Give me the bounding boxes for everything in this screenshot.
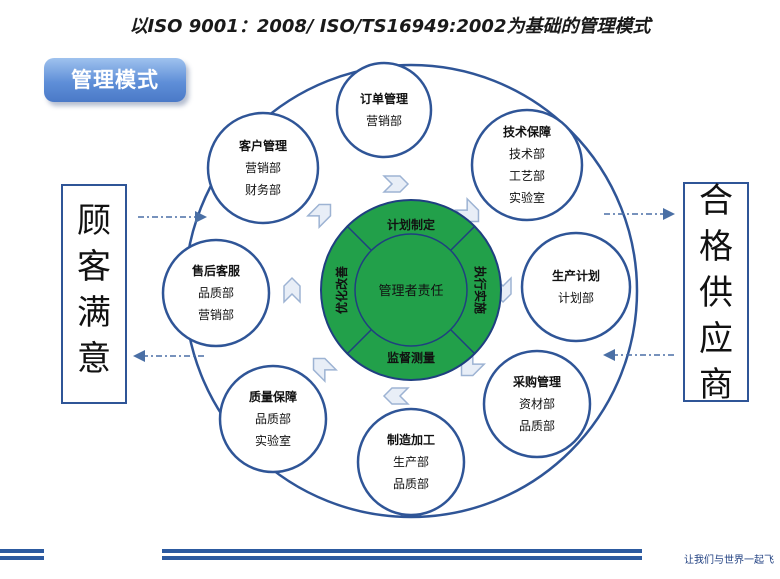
node-title: 采购管理	[512, 374, 561, 389]
node-title: 订单管理	[360, 91, 408, 106]
node-department: 实验室	[509, 190, 545, 205]
node-circle	[356, 407, 466, 517]
node-title: 生产计划	[552, 268, 600, 283]
node-department: 生产部	[393, 454, 429, 469]
right-char: 合	[699, 181, 733, 221]
node-circle	[161, 238, 271, 348]
node-department: 计划部	[558, 290, 594, 305]
node-circle	[218, 364, 328, 474]
ring-label-top: 计划制定	[387, 217, 435, 232]
node-department: 品质部	[393, 476, 429, 491]
node-department: 品质部	[519, 418, 555, 433]
process-nodes: 订单管理营销部技术保障技术部工艺部实验室生产计划计划部采购管理资材部品质部制造加…	[161, 61, 632, 517]
node-department: 品质部	[255, 411, 291, 426]
center-label: 管理者责任	[378, 284, 443, 299]
footer-bar-left	[0, 549, 44, 553]
left-char: 满	[77, 293, 111, 333]
node-department: 营销部	[366, 113, 402, 128]
ring-label-bottom: 监督测量	[387, 350, 435, 365]
node-circle	[206, 111, 320, 225]
right-char: 应	[699, 319, 733, 359]
node-department: 技术部	[509, 146, 545, 161]
node-title: 制造加工	[387, 432, 435, 447]
qualified-supplier-box	[683, 182, 749, 402]
ring-label-right: 执行实施	[473, 266, 488, 314]
node-department: 品质部	[198, 285, 234, 300]
left-char: 客	[77, 247, 111, 287]
chevron-arrow-icon	[306, 203, 332, 229]
ring-label-left: 优化改善	[334, 266, 349, 314]
page-title: 以ISO 9001：2008/ ISO/TS16949:2002为基础的管理模式	[129, 16, 651, 37]
customer-satisfaction-text: 顾 客 满 意	[62, 198, 126, 382]
chevron-arrow-icon	[382, 387, 410, 405]
chevron-arrow-icon	[283, 276, 301, 304]
node-department: 资材部	[519, 396, 555, 411]
node-title: 售后客服	[192, 263, 241, 278]
node-department: 工艺部	[509, 168, 545, 183]
node-circle	[482, 349, 592, 459]
footer-bar-main-2	[162, 556, 642, 560]
section-badge: 管理模式	[44, 58, 186, 102]
left-char: 意	[77, 339, 111, 379]
node-department: 营销部	[245, 160, 281, 175]
customer-satisfaction-box	[61, 184, 127, 404]
node-title: 客户管理	[238, 138, 287, 153]
left-char: 顾	[77, 201, 111, 241]
node-department: 实验室	[255, 433, 291, 448]
node-title: 质量保障	[249, 389, 297, 404]
footer-slogan: 让我们与世界一起飞	[684, 555, 774, 566]
right-char: 商	[699, 365, 733, 405]
right-char: 供	[699, 273, 733, 313]
node-circle	[470, 108, 584, 222]
footer-bar-main	[162, 549, 642, 553]
footer-bar-left-2	[0, 556, 44, 560]
node-circle	[335, 61, 433, 159]
qualified-supplier-text: 合 格 供 应 商	[684, 178, 748, 408]
chevron-arrow-icon	[312, 357, 338, 383]
chevron-arrow-icon	[382, 175, 410, 193]
node-circle	[520, 231, 632, 343]
node-department: 营销部	[198, 307, 234, 322]
right-char: 格	[699, 227, 733, 267]
node-department: 财务部	[245, 182, 281, 197]
center-hub	[320, 199, 502, 381]
node-title: 技术保障	[503, 124, 551, 139]
